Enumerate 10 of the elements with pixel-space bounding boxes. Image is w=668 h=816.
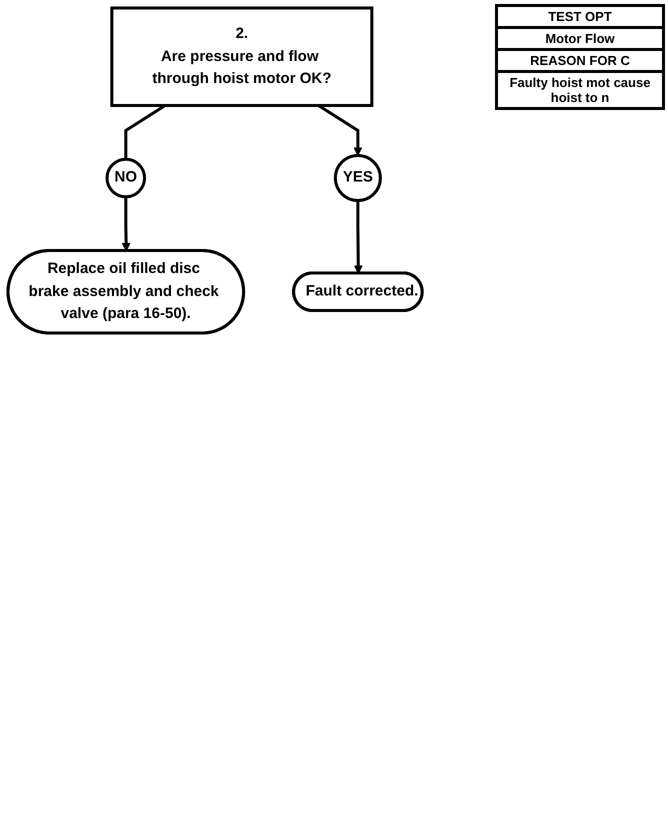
arrow bbox=[354, 200, 363, 274]
node-box: 2. Are pressure and flow through hoist motor OK? bbox=[110, 6, 374, 107]
arrow bbox=[122, 196, 131, 252]
arrow bbox=[318, 104, 362, 156]
table-cell: Motor Flow bbox=[496, 28, 664, 50]
table-cell: REASON FOR C bbox=[496, 50, 664, 72]
node-circle: NO bbox=[106, 158, 146, 198]
table-cell: TEST OPT bbox=[496, 6, 664, 28]
table-cell: Faulty hoist mot cause hoist to n bbox=[496, 72, 664, 108]
node-circle: YES bbox=[334, 154, 382, 202]
